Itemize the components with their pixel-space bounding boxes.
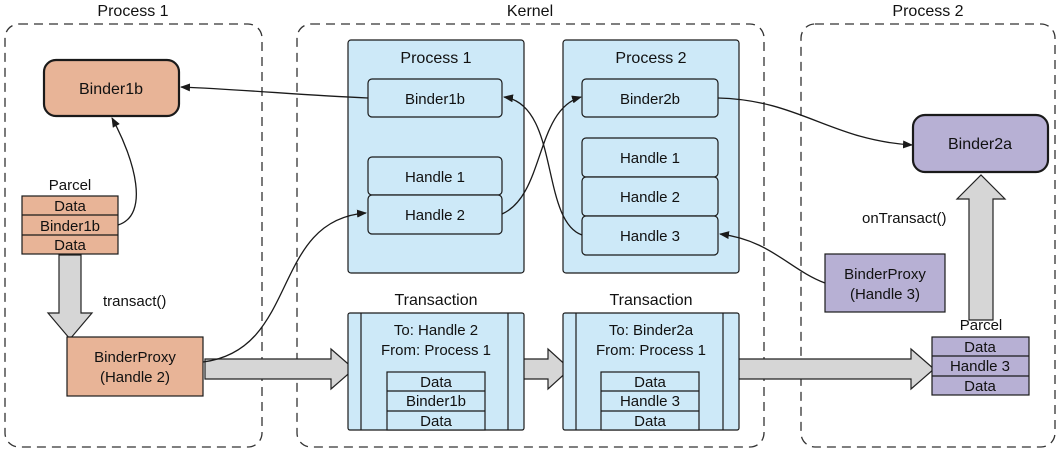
transaction1-data-row: Data [420,413,452,430]
transaction1-data-row: Binder1b [406,393,466,410]
process1-parcel-row: Binder1b [40,218,100,235]
proxy-to-transaction-arrow [204,347,355,391]
binder2a-object [911,113,1050,174]
process1-region-title: Process 1 [97,3,168,20]
ontransact-up-arrow [955,174,1007,321]
transact-down-arrow [46,254,94,340]
process2-parcel: Data Handle 3 Data [931,336,1030,396]
process2-parcel-title: Parcel [960,317,1003,334]
kernel-process2-handle2-label: Handle 2 [620,189,680,206]
transact-label: transact() [103,293,166,310]
transaction2-from: From: Process 1 [596,342,706,359]
transaction1-from: From: Process 1 [381,342,491,359]
process1-region [4,23,263,448]
kernel-process2-handle3 [581,215,719,256]
kernel-process2-handle3-label: Handle 3 [620,228,680,245]
ontransact-label: onTransact() [862,210,946,227]
binder2a-object-label: Binder2a [948,136,1012,153]
transaction2-data-row: Data [634,374,666,391]
kernel-region [296,23,765,448]
transaction1-data-row: Data [420,374,452,391]
handle2-to-binder2b-arrow [501,95,582,215]
proxy3-to-handle3-arrow [719,231,826,284]
process1-parcel-row: Data [54,237,86,254]
process1-parcel-row: Data [54,198,86,215]
process2-parcel-row: Handle 3 [950,358,1010,375]
binderproxy-handle3-line2: (Handle 3) [850,286,920,303]
process2-parcel-row: Data [964,339,996,356]
binderproxy-handle2-line2: (Handle 2) [100,369,170,386]
binderproxy-handle2-line1: BinderProxy [94,349,176,366]
kernel-process2-title: Process 2 [615,50,686,67]
process2-region-title: Process 2 [892,3,963,20]
transaction2-data-row: Data [634,413,666,430]
process2-parcel-row: Data [964,378,996,395]
binder1b-object-label: Binder1b [79,81,143,98]
parcel-binder1b-to-object-arrow [111,117,137,226]
transaction2-title: Transaction [610,292,693,309]
kernel-process2-handle1-label: Handle 1 [620,150,680,167]
transaction2-data-row: Handle 3 [620,393,680,410]
kernel-process1-binder1b-label: Binder1b [405,91,465,108]
proxy-to-handle2-arrow [202,209,367,363]
kernel-process1-title: Process 1 [400,50,471,67]
kernel-process1-handle1-label: Handle 1 [405,169,465,186]
binder2b-to-binder2a-arrow [717,97,913,149]
process2-region [800,23,1056,448]
transaction1-title: Transaction [395,292,478,309]
binderproxy-handle2 [66,336,204,397]
kernel-process2-binder2b-label: Binder2b [620,91,680,108]
kernel-process1-handle2-label: Handle 2 [405,207,465,224]
kernel-binder1b-to-object-arrow [180,83,369,99]
transaction2-to: To: Binder2a [609,322,694,339]
process1-parcel-title: Parcel [49,177,92,194]
handle3-to-binder1b-arrow [503,94,583,236]
binderproxy-handle3 [824,253,946,313]
transaction1-data: Data Binder1b Data [386,371,486,431]
process1-parcel: Data Binder1b Data [21,195,119,255]
kernel-process1-handle2 [367,194,503,235]
transaction1-to: To: Handle 2 [394,322,478,339]
kernel-region-title: Kernel [507,3,553,20]
binder1b-object [42,58,181,118]
binderproxy-handle3-line1: BinderProxy [844,266,926,283]
transaction-to-parcel-arrow [726,347,935,391]
transaction2-data: Data Handle 3 Data [600,371,700,431]
